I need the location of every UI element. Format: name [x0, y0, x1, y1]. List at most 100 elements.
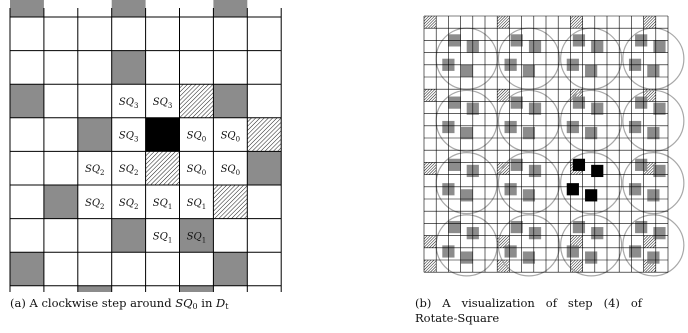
rotation-circle: [622, 152, 685, 215]
cell-label: SQ2: [85, 164, 105, 177]
gray-cell: [179, 285, 214, 292]
gray-cell: [43, 185, 78, 219]
gray-cell: [585, 251, 598, 264]
rotate-square-visualization: [423, 15, 685, 277]
cell-label: SQ1: [153, 198, 173, 211]
hatched-cell: [570, 16, 583, 29]
gray-cell: [653, 102, 666, 115]
hatched-cell: [213, 185, 248, 219]
cell-label: SQ0: [221, 131, 241, 144]
gray-cell: [10, 84, 44, 118]
hatched-cell: [570, 235, 583, 248]
gray-cell: [572, 96, 586, 109]
hatched-cell: [247, 117, 282, 152]
gray-cell: [460, 251, 473, 264]
black-cell: [566, 183, 579, 196]
cell-label: SQ1: [153, 231, 173, 244]
rotation-circle: [497, 27, 561, 90]
hatched-cell: [570, 260, 583, 273]
black-cell: [591, 164, 604, 178]
cell-label: SQ3: [153, 97, 173, 110]
gray-cell: [528, 164, 542, 178]
gray-cell: [647, 64, 660, 77]
rotation-circle: [622, 89, 685, 153]
rotation-circle: [560, 214, 623, 277]
gray-cell: [504, 245, 517, 258]
gray-cell: [591, 40, 604, 53]
gray-cell: [179, 218, 214, 253]
hatched-cell: [643, 235, 656, 248]
rotation-circle: [497, 214, 561, 277]
gray-cell: [653, 40, 666, 53]
gray-cell: [628, 120, 642, 134]
gray-cell: [448, 96, 461, 109]
gray-cell: [460, 64, 473, 77]
gray-cell: [566, 120, 579, 134]
gray-cell: [111, 0, 146, 17]
gray-cell: [653, 227, 666, 240]
gray-cell: [213, 252, 248, 286]
gray-cell: [628, 245, 642, 258]
hatched-cell: [424, 162, 437, 175]
gray-cell: [510, 220, 523, 234]
rotation-circle: [622, 27, 685, 90]
cell-label: SQ2: [85, 198, 105, 211]
black-cell: [585, 189, 598, 202]
gray-cell: [647, 189, 660, 202]
gray-cell: [635, 158, 648, 171]
caption-b: (b) A visualization of step (4) of Rotat…: [415, 296, 643, 325]
cell-label: SQ1: [187, 231, 207, 244]
gray-cell: [572, 220, 586, 234]
gray-cell: [591, 102, 604, 115]
hatched-cell: [424, 16, 437, 29]
gray-cell: [448, 220, 461, 234]
gray-cell: [528, 227, 542, 240]
cell-label: SQ3: [119, 131, 139, 144]
rotation-circle: [560, 27, 623, 90]
gray-cell: [77, 117, 112, 152]
hatched-cell: [497, 162, 510, 175]
cell-label: SQ1: [187, 198, 207, 211]
gray-cell: [448, 158, 461, 171]
hatched-cell: [497, 16, 510, 29]
gray-cell: [566, 245, 579, 258]
rotation-circle: [435, 214, 498, 277]
gray-cell: [247, 151, 282, 185]
hatched-cell: [497, 89, 510, 102]
rotation-circle: [435, 27, 498, 90]
gray-cell: [504, 183, 517, 196]
gray-cell: [504, 120, 517, 134]
gray-cell: [213, 0, 248, 17]
gray-cell: [522, 64, 536, 77]
hatched-cell: [497, 235, 510, 248]
gray-cell: [585, 127, 598, 140]
gray-cell: [528, 102, 542, 115]
gray-cell: [585, 64, 598, 77]
rotation-circle: [497, 152, 561, 215]
gray-cell: [653, 164, 666, 178]
gray-cell: [510, 158, 523, 171]
cell-label: SQ3: [119, 97, 139, 110]
hatched-cell: [424, 89, 437, 102]
gray-cell: [111, 50, 146, 85]
gray-cell: [522, 251, 536, 264]
gray-cell: [522, 127, 536, 140]
gray-cell: [647, 127, 660, 140]
gray-cell: [635, 220, 648, 234]
black-cell: [145, 117, 180, 152]
gray-cell: [10, 252, 44, 286]
rotation-circle: [622, 214, 685, 277]
gray-cell: [460, 127, 473, 140]
gray-cell: [528, 40, 542, 53]
gray-cell: [111, 218, 146, 253]
hatched-cell: [424, 235, 437, 248]
cell-label: SQ0: [187, 131, 207, 144]
rotation-circle: [560, 89, 623, 153]
gray-cell: [213, 84, 248, 118]
hatched-cell: [179, 84, 214, 118]
gray-cell: [10, 0, 44, 17]
gray-cell: [522, 189, 536, 202]
gray-cell: [647, 251, 660, 264]
gray-cell: [510, 96, 523, 109]
